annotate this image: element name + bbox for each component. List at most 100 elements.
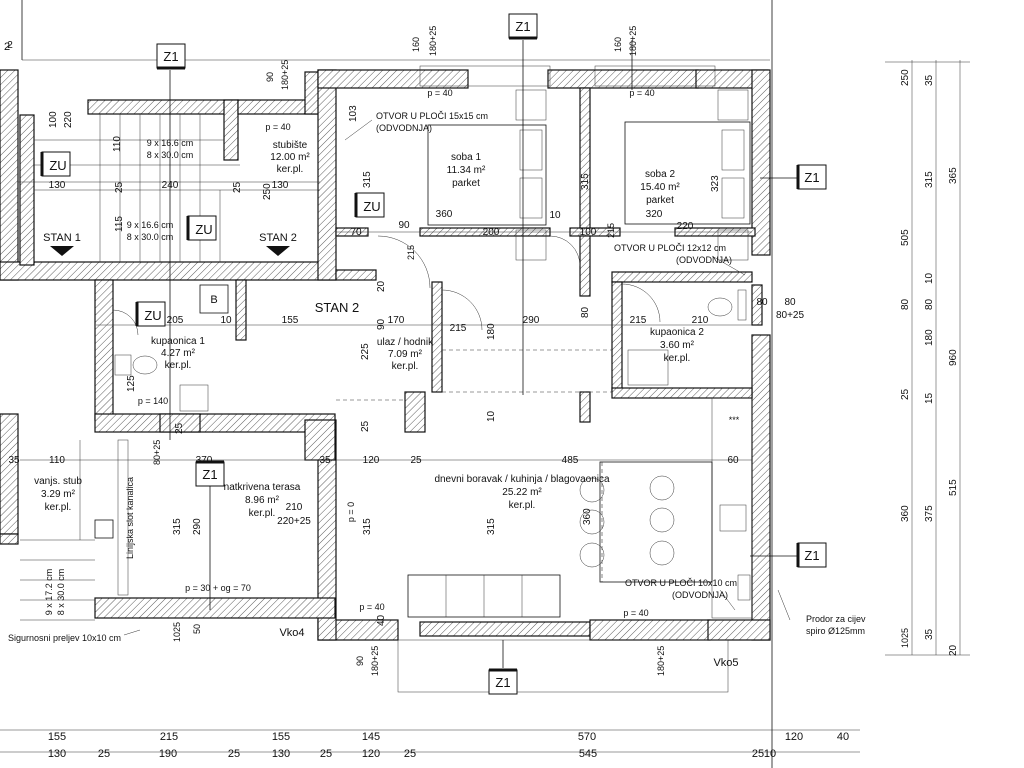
svg-text:parket: parket: [452, 178, 480, 189]
section-tag-z1: Z1: [796, 164, 827, 190]
svg-text:360: 360: [436, 209, 453, 220]
svg-text:35: 35: [924, 74, 935, 86]
svg-text:10: 10: [924, 272, 935, 284]
svg-text:220: 220: [677, 221, 694, 232]
svg-text:dnevni boravak / kuhinja / bla: dnevni boravak / kuhinja / blagovaonica: [434, 474, 610, 485]
svg-text:160: 160: [411, 37, 421, 52]
svg-text:ker.pl.: ker.pl.: [45, 502, 72, 513]
svg-text:570: 570: [578, 731, 596, 743]
zu-tag: ZU: [186, 215, 217, 241]
svg-text:25: 25: [98, 748, 110, 760]
svg-text:ZU: ZU: [144, 308, 161, 323]
svg-text:ker.pl.: ker.pl.: [249, 508, 276, 519]
svg-text:80: 80: [784, 297, 796, 308]
svg-text:80: 80: [900, 298, 911, 310]
svg-text:180+25: 180+25: [370, 646, 380, 676]
svg-text:25: 25: [174, 422, 185, 434]
svg-text:120: 120: [362, 748, 380, 760]
svg-text:8.96 m²: 8.96 m²: [245, 495, 280, 506]
svg-text:12.00 m²: 12.00 m²: [270, 152, 310, 163]
svg-text:80: 80: [580, 306, 591, 318]
svg-text:115: 115: [114, 216, 125, 232]
svg-text:210: 210: [286, 502, 303, 513]
svg-text:215: 215: [450, 323, 467, 334]
entrance-arrow-icon: [50, 246, 74, 256]
svg-text:315: 315: [486, 518, 497, 535]
svg-text:40: 40: [376, 614, 387, 626]
room-stubiste: stubište 12.00 m² ker.pl. p = 40: [265, 122, 310, 175]
svg-text:soba 2: soba 2: [645, 169, 675, 180]
svg-text:25: 25: [410, 455, 422, 466]
dimensions-top: 160 180+25 160 180+25 90 180+25: [265, 26, 638, 90]
svg-text:25: 25: [232, 181, 243, 193]
svg-text:ker.pl.: ker.pl.: [277, 164, 304, 175]
svg-text:20: 20: [948, 644, 959, 656]
section-label: Z1: [495, 675, 510, 690]
svg-text:kupaonica 2: kupaonica 2: [650, 327, 704, 338]
svg-text:25: 25: [320, 748, 332, 760]
svg-text:3.60 m²: 3.60 m²: [660, 340, 695, 351]
dimensions-bottom-row1: 155 215 155 145 570 120 40: [48, 731, 849, 743]
svg-text:8 x 30.0 cm: 8 x 30.0 cm: [147, 150, 194, 160]
svg-text:103: 103: [348, 105, 359, 122]
svg-text:180+25: 180+25: [280, 60, 290, 90]
svg-text:9 x 16.6 cm: 9 x 16.6 cm: [147, 138, 194, 148]
svg-text:80+25: 80+25: [776, 310, 805, 321]
svg-text:250: 250: [262, 183, 273, 200]
svg-text:505: 505: [900, 229, 911, 246]
svg-text:315: 315: [172, 518, 183, 535]
svg-text:145: 145: [362, 731, 380, 743]
svg-text:545: 545: [579, 748, 597, 760]
svg-text:ker.pl.: ker.pl.: [165, 360, 192, 371]
svg-text:220+25: 220+25: [277, 516, 311, 527]
dimensions-right: 250 35 315 365 505 10 80 80 180 960 25 1…: [900, 69, 959, 656]
svg-text:90: 90: [376, 318, 387, 330]
svg-text:11.34 m²: 11.34 m²: [447, 165, 486, 176]
svg-text:50: 50: [192, 624, 202, 634]
svg-text:485: 485: [562, 455, 579, 466]
svg-text:215: 215: [606, 223, 616, 238]
svg-text:p = 40: p = 40: [629, 88, 654, 98]
svg-text:515: 515: [948, 479, 959, 496]
svg-text:110: 110: [112, 136, 123, 152]
svg-text:130: 130: [49, 180, 66, 191]
svg-text:180+25: 180+25: [628, 26, 638, 56]
svg-text:10: 10: [486, 410, 497, 422]
svg-text:80: 80: [924, 298, 935, 310]
svg-text:parket: parket: [646, 195, 674, 206]
svg-text:stubište: stubište: [273, 140, 308, 151]
section-label: Z1: [202, 467, 217, 482]
svg-text:215: 215: [406, 245, 416, 260]
svg-text:(ODVODNJA): (ODVODNJA): [376, 123, 432, 133]
svg-text:ZU: ZU: [363, 199, 380, 214]
svg-text:10: 10: [549, 210, 561, 221]
svg-text:60: 60: [727, 455, 739, 466]
svg-text:7.09 m²: 7.09 m²: [388, 349, 423, 360]
svg-text:323: 323: [710, 175, 721, 192]
apartment-label-stan1: STAN 1: [43, 232, 81, 244]
svg-text:(ODVODNJA): (ODVODNJA): [672, 590, 728, 600]
svg-text:25: 25: [114, 181, 125, 193]
svg-text:Prodor za cijev: Prodor za cijev: [806, 614, 866, 624]
window-label-vko5: Vko5: [713, 657, 738, 669]
annotation-otvor-3: OTVOR U PLOČI 10x10 cm (ODVODNJA): [625, 578, 737, 600]
svg-text:ulaz / hodnik: ulaz / hodnik: [377, 337, 434, 348]
svg-text:100: 100: [580, 227, 597, 238]
zu-tag: ZU: [135, 301, 166, 327]
section-label: Z1: [163, 49, 178, 64]
svg-text:ker.pl.: ker.pl.: [509, 500, 536, 511]
boiler-label: B: [210, 294, 217, 306]
svg-text:120: 120: [363, 455, 380, 466]
svg-text:90: 90: [355, 656, 365, 666]
svg-text:p = 40: p = 40: [265, 122, 290, 132]
sheet-fragment: 2: [4, 41, 10, 53]
svg-text:375: 375: [924, 505, 935, 522]
svg-text:90: 90: [265, 72, 275, 82]
apartment-label-stan2-main: STAN 2: [315, 300, 360, 315]
svg-text:960: 960: [948, 349, 959, 366]
svg-text:290: 290: [192, 518, 203, 535]
svg-text:25: 25: [228, 748, 240, 760]
svg-text:35: 35: [319, 455, 331, 466]
room-terasa: natkrivena terasa 8.96 m² ker.pl.: [224, 482, 301, 519]
level-p40: p = 40: [359, 602, 384, 612]
